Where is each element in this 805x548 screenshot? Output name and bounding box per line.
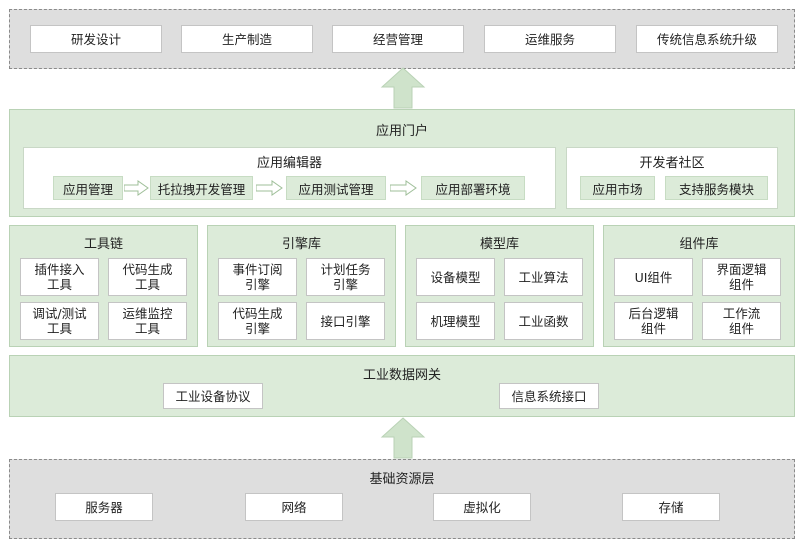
toolchain-item-plugin: 插件接入 工具: [20, 258, 99, 296]
top-item-production: 生产制造: [181, 25, 313, 53]
top-item-maintenance: 运维服务: [484, 25, 616, 53]
base-item-virtualization: 虚拟化: [433, 493, 531, 521]
app-editor-title: 应用编辑器: [256, 156, 322, 171]
toolchain-item-codegen: 代码生成 工具: [108, 258, 187, 296]
engine-item-scheduled-task: 计划任务 引擎: [306, 258, 385, 296]
model-item-function: 工业函数: [504, 302, 583, 340]
editor-step-app-management: 应用管理: [53, 176, 123, 200]
app-portal-title: 应用门户: [375, 124, 428, 139]
up-arrow-top: [380, 67, 426, 109]
editor-arrow-3: [390, 180, 417, 196]
component-library-title: 组件库: [679, 237, 719, 252]
model-item-mechanism: 机理模型: [416, 302, 495, 340]
base-item-server: 服务器: [55, 493, 153, 521]
toolchain-item-monitoring: 运维监控 工具: [108, 302, 187, 340]
base-item-storage: 存储: [622, 493, 720, 521]
engine-item-interface: 接口引擎: [306, 302, 385, 340]
editor-arrow-2: [256, 180, 283, 196]
top-item-operations: 经营管理: [332, 25, 464, 53]
top-item-rd: 研发设计: [30, 25, 162, 53]
engine-item-codegen: 代码生成 引擎: [218, 302, 297, 340]
component-item-ui: UI组件: [614, 258, 693, 296]
model-item-device: 设备模型: [416, 258, 495, 296]
component-item-ui-logic: 界面逻辑 组件: [702, 258, 781, 296]
editor-step-drag-dev: 托拉拽开发管理: [150, 176, 253, 200]
component-item-backend-logic: 后台逻辑 组件: [614, 302, 693, 340]
base-resource-title: 基础资源层: [369, 472, 435, 487]
developer-community-title: 开发者社区: [639, 156, 705, 171]
toolchain-item-debug-test: 调试/测试 工具: [20, 302, 99, 340]
toolchain-title: 工具链: [83, 237, 123, 252]
model-item-algorithm: 工业算法: [504, 258, 583, 296]
community-item-support-services: 支持服务模块: [665, 176, 768, 200]
model-library-title: 模型库: [479, 237, 519, 252]
editor-step-testing: 应用测试管理: [286, 176, 386, 200]
community-item-app-market: 应用市场: [580, 176, 655, 200]
data-gateway-title: 工业数据网关: [362, 368, 441, 383]
data-gateway-band: [9, 355, 795, 417]
component-item-workflow: 工作流 组件: [702, 302, 781, 340]
engine-item-event-subscription: 事件订阅 引擎: [218, 258, 297, 296]
top-item-legacy-upgrade: 传统信息系统升级: [636, 25, 778, 53]
up-arrow-bottom: [380, 417, 426, 459]
editor-arrow-1: [124, 180, 149, 196]
gateway-item-device-protocol: 工业设备协议: [163, 383, 263, 409]
base-item-network: 网络: [245, 493, 343, 521]
editor-step-deployment: 应用部署环境: [421, 176, 525, 200]
gateway-item-system-interface: 信息系统接口: [499, 383, 599, 409]
engine-library-title: 引擎库: [281, 237, 321, 252]
